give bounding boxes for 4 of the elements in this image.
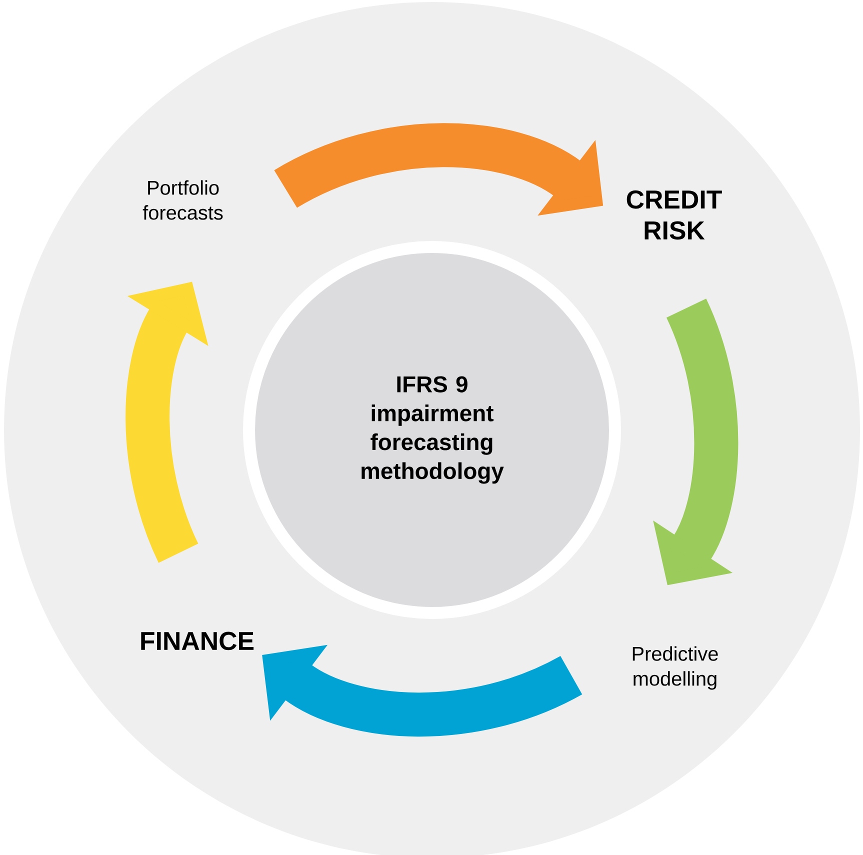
step-label: Portfolio forecasts xyxy=(142,180,223,220)
heading-label: FINANCE xyxy=(141,632,254,650)
heading-label: CREDIT RISK xyxy=(626,190,722,240)
step-label: Predictive modelling xyxy=(632,646,718,690)
